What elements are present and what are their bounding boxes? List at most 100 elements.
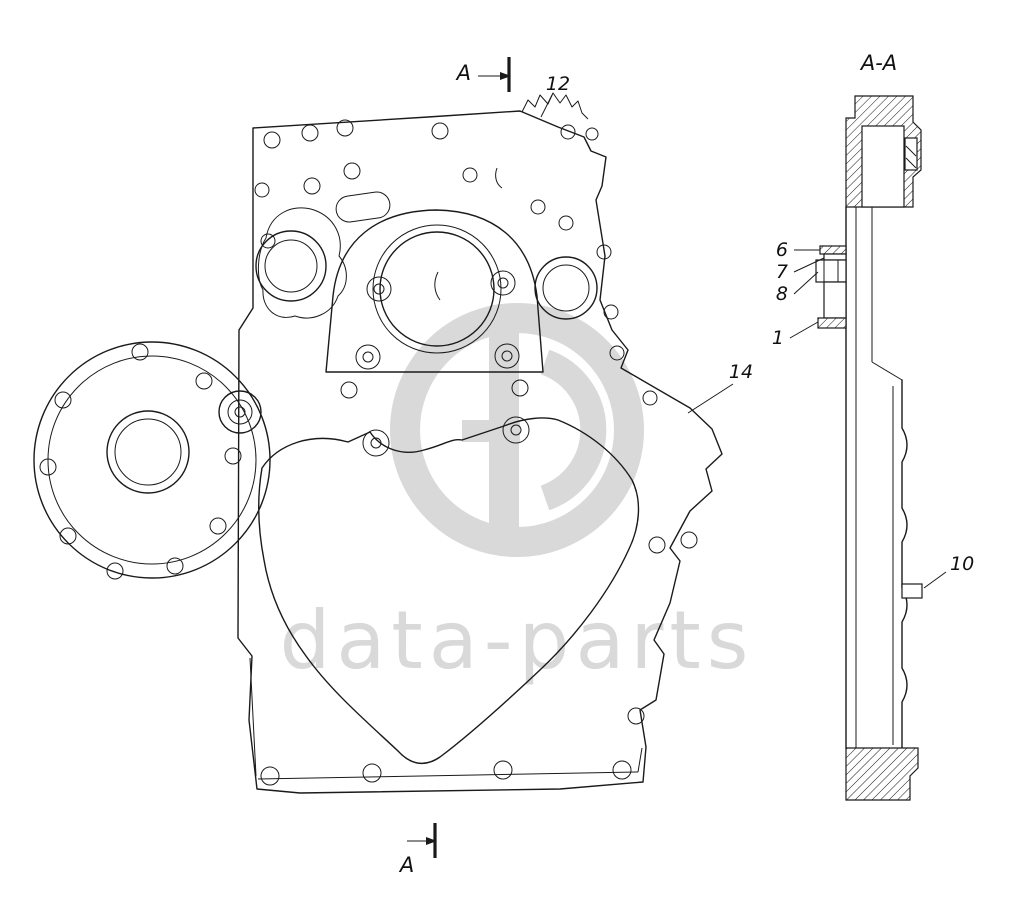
oil-port-outer bbox=[534, 256, 598, 320]
callout-14-label: 14 bbox=[729, 361, 753, 383]
watermark-arc bbox=[540, 349, 607, 511]
bolt-hole bbox=[510, 424, 522, 436]
seal-pocket bbox=[904, 137, 918, 171]
seal-hatch bbox=[905, 145, 917, 157]
bolt-boss bbox=[362, 429, 390, 457]
bolt-hole bbox=[530, 199, 546, 215]
gear-cover bbox=[33, 341, 271, 579]
callout-6-label: 6 bbox=[776, 239, 788, 261]
bolt-hole bbox=[362, 763, 382, 783]
lower-cavity bbox=[258, 417, 640, 765]
callout-1: 1 bbox=[772, 321, 819, 349]
bolt-hole bbox=[431, 122, 449, 140]
callout-7-label: 7 bbox=[776, 261, 788, 283]
bolt-hole bbox=[609, 345, 625, 361]
bolt-hole bbox=[493, 760, 513, 780]
upper-slot bbox=[335, 191, 391, 223]
crankshaft-bore bbox=[379, 231, 495, 347]
flange-line bbox=[637, 747, 643, 773]
water-port-pad bbox=[258, 207, 347, 319]
main-view bbox=[33, 92, 723, 794]
bore-mark bbox=[434, 271, 441, 301]
bolt-boss bbox=[490, 270, 516, 296]
cover-outline bbox=[237, 110, 723, 794]
idler-boss-mid bbox=[227, 399, 253, 425]
bolt-boss bbox=[502, 416, 530, 444]
pump-mount-hole bbox=[560, 124, 576, 140]
seal-hatch bbox=[905, 157, 917, 169]
oil-port-inner bbox=[542, 264, 590, 312]
bolt-hole bbox=[303, 177, 321, 195]
section-arrow-head bbox=[500, 72, 511, 80]
bolt-hole bbox=[224, 447, 242, 465]
housing-bolts bbox=[355, 270, 520, 370]
flange-line bbox=[257, 771, 639, 780]
water-port bbox=[255, 207, 347, 319]
bolt-hole bbox=[370, 437, 382, 449]
cavity-bosses bbox=[362, 416, 530, 457]
plate-section bbox=[845, 206, 908, 749]
callout-14: 14 bbox=[687, 361, 753, 414]
bolt-hole bbox=[106, 562, 124, 580]
bolt-hole bbox=[209, 517, 227, 535]
pump-mount-teeth bbox=[521, 92, 589, 120]
watermark-logo bbox=[390, 303, 644, 557]
bolt-hole bbox=[340, 381, 358, 399]
leader-14 bbox=[687, 383, 734, 414]
bolt-hole bbox=[642, 390, 658, 406]
camshaft-bore-outer bbox=[106, 410, 190, 494]
leader-7 bbox=[793, 257, 825, 273]
bolt-hole bbox=[166, 557, 184, 575]
bolt-boss bbox=[366, 276, 392, 302]
bolt-hole bbox=[462, 167, 478, 183]
bolt-hole bbox=[362, 351, 374, 363]
leader-8 bbox=[793, 271, 819, 295]
crankshaft-bore-ring bbox=[372, 224, 502, 354]
oil-port bbox=[534, 256, 598, 320]
bolt-hole bbox=[263, 131, 281, 149]
idler-boss-outer bbox=[218, 390, 262, 434]
drain-stub bbox=[901, 583, 923, 599]
section-view: A-A bbox=[815, 51, 923, 801]
section-marker-bottom: A bbox=[398, 823, 437, 877]
callout-7: 7 bbox=[776, 257, 825, 283]
bolt-hole bbox=[254, 182, 270, 198]
bolt-hole bbox=[558, 215, 574, 231]
bolt-hole bbox=[596, 244, 612, 260]
leader-10 bbox=[923, 571, 947, 589]
bolt-hole bbox=[497, 277, 509, 289]
bolt-hole bbox=[343, 162, 361, 180]
callout-10-label: 10 bbox=[950, 553, 974, 575]
bolt-hole bbox=[336, 119, 354, 137]
callout-12-label: 12 bbox=[546, 73, 570, 95]
flange-line bbox=[249, 657, 257, 777]
gear-cover-outline bbox=[33, 341, 271, 579]
bolt-hole bbox=[131, 343, 149, 361]
central-housing bbox=[325, 209, 544, 373]
idler-boss bbox=[218, 390, 262, 434]
leader-1 bbox=[789, 321, 819, 339]
top-flange-cavity bbox=[861, 125, 905, 208]
watermark-text: data-parts bbox=[280, 594, 755, 687]
callout-1-label: 1 bbox=[772, 327, 784, 349]
bolt-hole bbox=[373, 283, 385, 295]
pump-mount-hole bbox=[585, 127, 599, 141]
water-port-inner bbox=[264, 239, 318, 293]
callout-10: 10 bbox=[923, 553, 974, 589]
section-view-title: A-A bbox=[859, 51, 897, 75]
callout-6: 6 bbox=[776, 239, 820, 261]
central-housing-outline bbox=[325, 209, 544, 373]
bolt-hole bbox=[260, 233, 276, 249]
bolt-hole bbox=[260, 766, 280, 786]
washer-thin bbox=[823, 253, 847, 261]
bolt-hole bbox=[59, 527, 77, 545]
plate-scalloped-edge bbox=[901, 379, 908, 749]
hex-body bbox=[815, 259, 847, 283]
bolt-boss bbox=[494, 343, 520, 369]
bolt-hole bbox=[54, 391, 72, 409]
idler-boss-hole bbox=[234, 406, 246, 418]
bolt-hole bbox=[501, 350, 513, 362]
bolt-hole bbox=[680, 531, 698, 549]
